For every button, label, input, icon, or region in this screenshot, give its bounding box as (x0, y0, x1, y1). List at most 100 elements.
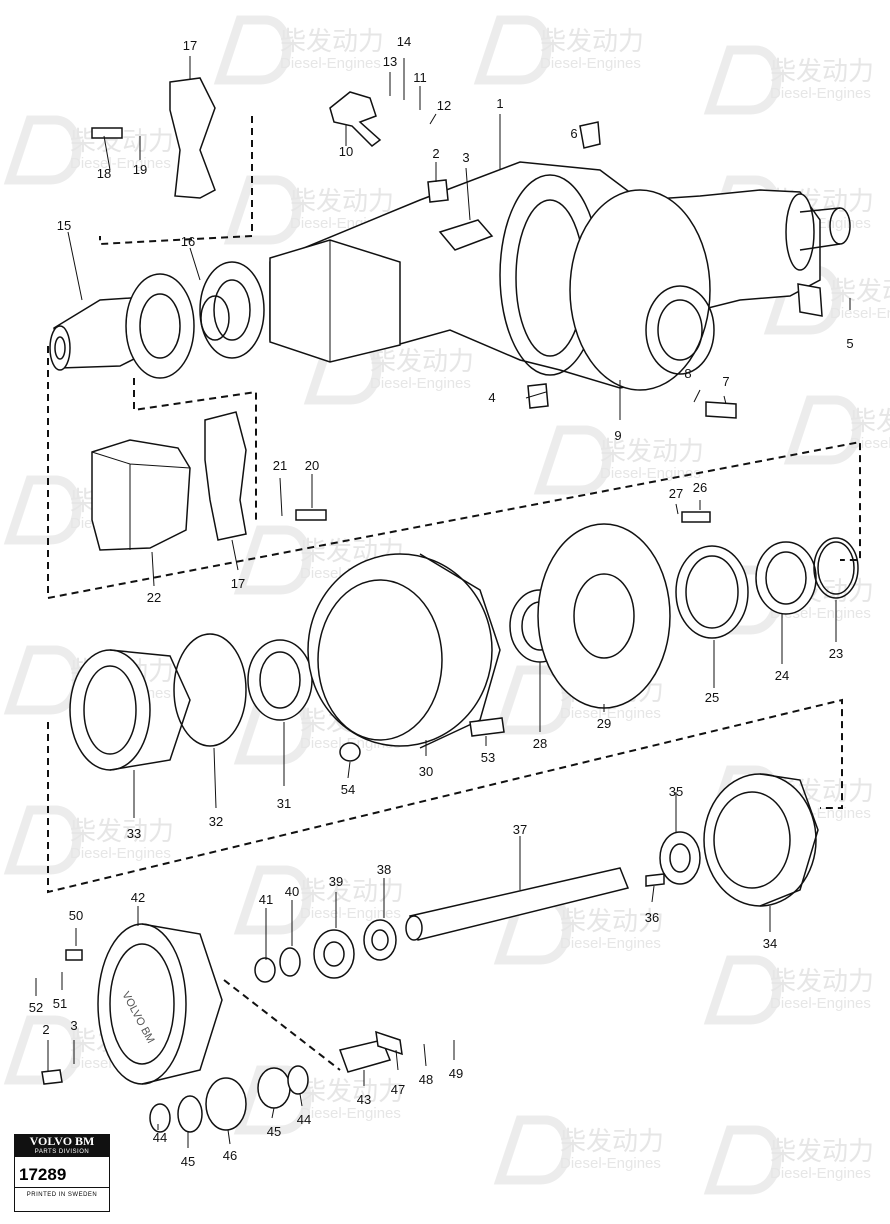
cradle-block-22 (91, 439, 191, 551)
leader-lines (35, 56, 851, 1148)
callout-16: 16 (181, 234, 195, 249)
watermark-cn: 柴发动力 (280, 26, 384, 56)
watermark-en: Diesel-Engines (300, 905, 401, 922)
callout-8: 8 (684, 366, 691, 381)
callout-44: 44 (153, 1130, 167, 1145)
callout-38: 38 (377, 862, 391, 877)
callout-35: 35 (669, 784, 683, 799)
watermark-en: Diesel-Engines (600, 465, 701, 482)
callout-12: 12 (437, 98, 451, 113)
watermark-en: Diesel-Engines (70, 845, 171, 862)
bracket-17-top (169, 77, 216, 199)
watermark-cn: 柴发动力 (600, 436, 704, 466)
watermark-en: Diesel-Engines (540, 55, 641, 72)
printed-in: PRINTED IN SWEDEN (15, 1187, 109, 1202)
callout-49: 49 (449, 1066, 463, 1081)
watermark-en: Diesel-Engines (70, 155, 171, 172)
watermark-en: Diesel-Engines (370, 375, 471, 392)
callout-20: 20 (305, 458, 319, 473)
callout-41: 41 (259, 892, 273, 907)
callout-26: 26 (693, 480, 707, 495)
callout-10: 10 (339, 144, 353, 159)
volvo-bm-title-block: VOLVO BM PARTS DIVISION 17289 PRINTED IN… (14, 1134, 110, 1212)
watermark-cn: 柴发动力 (70, 816, 174, 846)
callout-52: 52 (29, 1000, 43, 1015)
callout-5: 5 (846, 336, 853, 351)
callout-37: 37 (513, 822, 527, 837)
callout-17: 17 (183, 38, 197, 53)
callout-24: 24 (775, 668, 789, 683)
callout-23: 23 (829, 646, 843, 661)
breather-10 (329, 91, 382, 147)
callout-17: 17 (231, 576, 245, 591)
callout-11: 11 (413, 70, 427, 85)
drawing-number: 17289 (19, 1165, 67, 1184)
watermark-cn: 柴发动力 (560, 906, 664, 936)
callout-15: 15 (57, 218, 71, 233)
bracket-17-lower (204, 411, 247, 541)
callout-3: 3 (70, 1018, 77, 1033)
watermark-cn: 柴发动力 (300, 1076, 404, 1106)
watermark-en: Diesel-Engines (770, 1165, 871, 1182)
callout-2: 2 (432, 146, 439, 161)
watermark-cn: 柴发动力 (770, 966, 874, 996)
callout-18: 18 (97, 166, 111, 181)
watermark-cn: 柴发动力 (770, 1136, 874, 1166)
callout-27: 27 (669, 486, 683, 501)
callout-53: 53 (481, 750, 495, 765)
callout-29: 29 (597, 716, 611, 731)
callout-54: 54 (341, 782, 355, 797)
callout-3: 3 (462, 150, 469, 165)
callout-9: 9 (614, 428, 621, 443)
watermark-cn: 柴发动力 (540, 26, 644, 56)
watermark-cn: 柴发动力 (560, 1126, 664, 1156)
callout-19: 19 (133, 162, 147, 177)
callout-45: 45 (267, 1124, 281, 1139)
callout-44: 44 (297, 1112, 311, 1127)
callout-13: 13 (383, 54, 397, 69)
axle-housing (269, 161, 851, 391)
watermark-cn: 柴发动力 (770, 56, 874, 86)
watermark-en: Diesel-Engines (300, 1105, 401, 1122)
watermark-cn: 柴发动力 (300, 876, 404, 906)
callout-34: 34 (763, 936, 777, 951)
callout-6: 6 (570, 126, 577, 141)
callout-32: 32 (209, 814, 223, 829)
watermark-en: Diesel-Engines (770, 995, 871, 1012)
callout-36: 36 (645, 910, 659, 925)
watermark-en: Diesel-Engines (560, 1155, 661, 1172)
brand-name: VOLVO BM (29, 1134, 95, 1148)
callout-33: 33 (127, 826, 141, 841)
callout-39: 39 (329, 874, 343, 889)
callout-30: 30 (419, 764, 433, 779)
callout-7: 7 (722, 374, 729, 389)
watermark-en: Diesel-Engines (770, 85, 871, 102)
watermark-en: Diesel-Engines (280, 55, 381, 72)
callout-42: 42 (131, 890, 145, 905)
callout-48: 48 (419, 1072, 433, 1087)
watermark-cn: 柴发动力 (370, 346, 474, 376)
spindle-assembly (49, 261, 265, 379)
callout-51: 51 (53, 996, 67, 1011)
callout-31: 31 (277, 796, 291, 811)
callout-22: 22 (147, 590, 161, 605)
brand-header: VOLVO BM PARTS DIVISION (15, 1135, 109, 1157)
callout-50: 50 (69, 908, 83, 923)
hub-assembly (69, 523, 859, 771)
planetary-assembly (41, 773, 819, 1133)
callout-25: 25 (705, 690, 719, 705)
